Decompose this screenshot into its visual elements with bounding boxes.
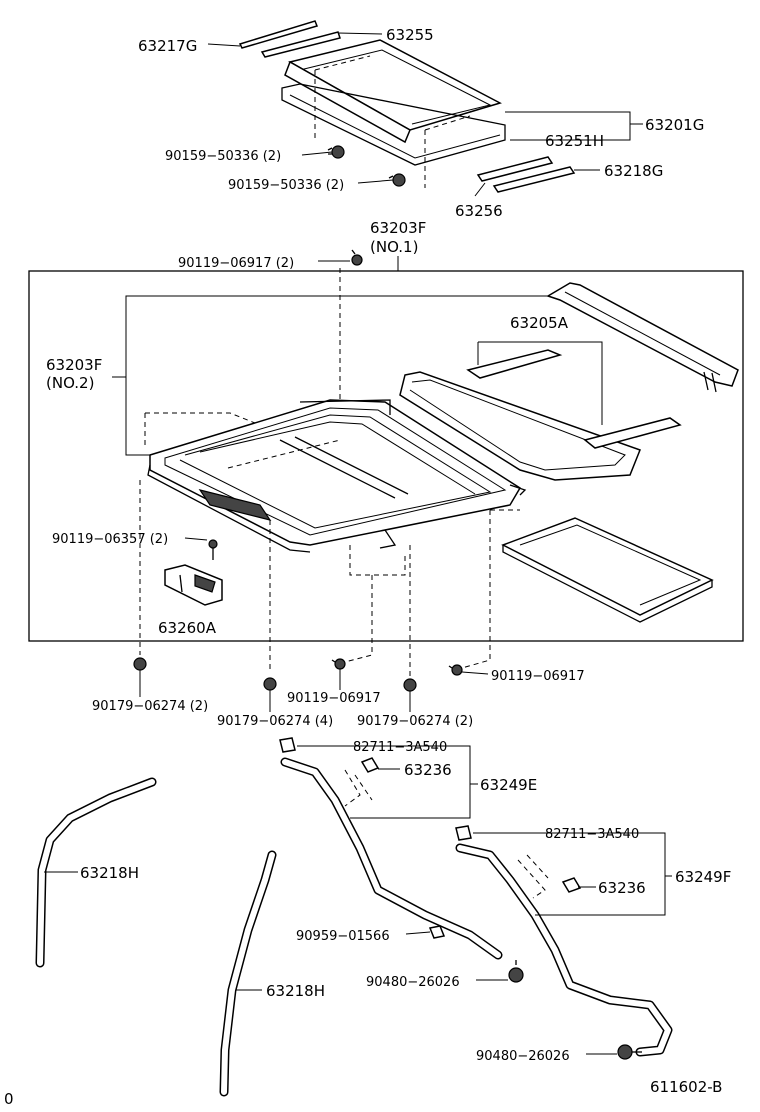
label-63249f: 63249F: [675, 868, 731, 886]
label-63218h-b: 63218H: [266, 982, 325, 1000]
label-90480-26026-b: 90480−26026: [476, 1049, 570, 1064]
bolt-90159-a: [327, 145, 345, 159]
label-63203f-no1-sub: (NO.1): [370, 238, 418, 256]
label-63255: 63255: [386, 26, 434, 44]
bolt-90159-b: [388, 173, 406, 187]
label-90119-06917-top: 90119−06917 (2): [178, 256, 294, 271]
drive-cable-frame: [399, 371, 641, 481]
label-63249e: 63249E: [480, 776, 537, 794]
strip-63255: [260, 31, 341, 58]
housing-assembly-group: 63203F (NO.1) 90119−06917 (2) 63203F (NO…: [28, 219, 744, 642]
strip-63218g: [492, 166, 576, 193]
drain-hose-63249e: [279, 737, 503, 960]
label-82711-3a540-b: 82711−3A540: [545, 827, 639, 842]
label-90159-50336-a: 90159−50336 (2): [165, 149, 281, 164]
strip-63256: [476, 156, 554, 182]
label-90119-06917-mid: 90119−06917: [287, 691, 381, 706]
bolt-90119-06917-mid: [331, 658, 346, 670]
glass-panel-group: 63217G 63255 63201G 63251H 90159−50336 (…: [138, 20, 704, 220]
sunshade-panel: [501, 517, 714, 616]
clamp-90959-01566: [428, 925, 446, 939]
strip-63217g: [238, 20, 319, 49]
label-63260a: 63260A: [158, 619, 217, 637]
label-90179-06274-c: 90179−06274 (2): [357, 714, 473, 729]
drain-hose-63218h-middle: [219, 850, 277, 1097]
nut-90179-b: [263, 677, 277, 691]
check-valve-90480-a: [508, 960, 524, 983]
label-90480-26026-a: 90480−26026: [366, 975, 460, 990]
diagram-code: 611602-B: [650, 1078, 722, 1096]
label-90159-50336-b: 90159−50336 (2): [228, 178, 344, 193]
label-63201g: 63201G: [645, 116, 704, 134]
label-63203f-no2: 63203F: [46, 356, 102, 374]
assembly-frame-box: [28, 270, 744, 642]
bolt-90119-06917-right: [448, 664, 463, 676]
label-82711-3a540-a: 82711−3A540: [353, 740, 447, 755]
fasteners-group: 90179−06274 (2) 90179−06274 (4) 90179−06…: [92, 480, 585, 729]
label-90179-06274-a: 90179−06274 (2): [92, 699, 208, 714]
nut-90179-a: [133, 657, 147, 671]
bolt-90119-06917-top: [351, 249, 363, 266]
label-90959-01566: 90959−01566: [296, 929, 390, 944]
label-90119-06357: 90119−06357 (2): [52, 532, 168, 547]
glass-panel-edge: [284, 60, 411, 144]
label-63256: 63256: [455, 202, 503, 220]
label-63203f-no1: 63203F: [370, 219, 426, 237]
label-63236-a: 63236: [404, 761, 452, 779]
check-valve-90480-b: [617, 1044, 642, 1060]
label-90179-06274-b: 90179−06274 (4): [217, 714, 333, 729]
label-63218h-a: 63218H: [80, 864, 139, 882]
nut-90179-c: [403, 678, 417, 692]
label-63251h: 63251H: [545, 132, 604, 150]
label-63236-b: 63236: [598, 879, 646, 897]
label-63217g: 63217G: [138, 37, 197, 55]
bolt-90119-06357: [208, 539, 218, 560]
label-63218g: 63218G: [604, 162, 663, 180]
weatherstrip-63251h: [281, 83, 506, 166]
label-90119-06917-right: 90119−06917: [491, 669, 585, 684]
cable-bracket-left: [466, 349, 563, 379]
drain-hose-63249f: [455, 825, 673, 1057]
sunroof-motor-63260a: [164, 564, 223, 606]
corner-mark: 0: [4, 1090, 14, 1108]
drain-hose-63218h-left: [35, 777, 157, 968]
label-63203f-no2-sub: (NO.2): [46, 374, 94, 392]
cable-bracket-right: [583, 417, 682, 449]
label-63205a: 63205A: [510, 314, 569, 332]
